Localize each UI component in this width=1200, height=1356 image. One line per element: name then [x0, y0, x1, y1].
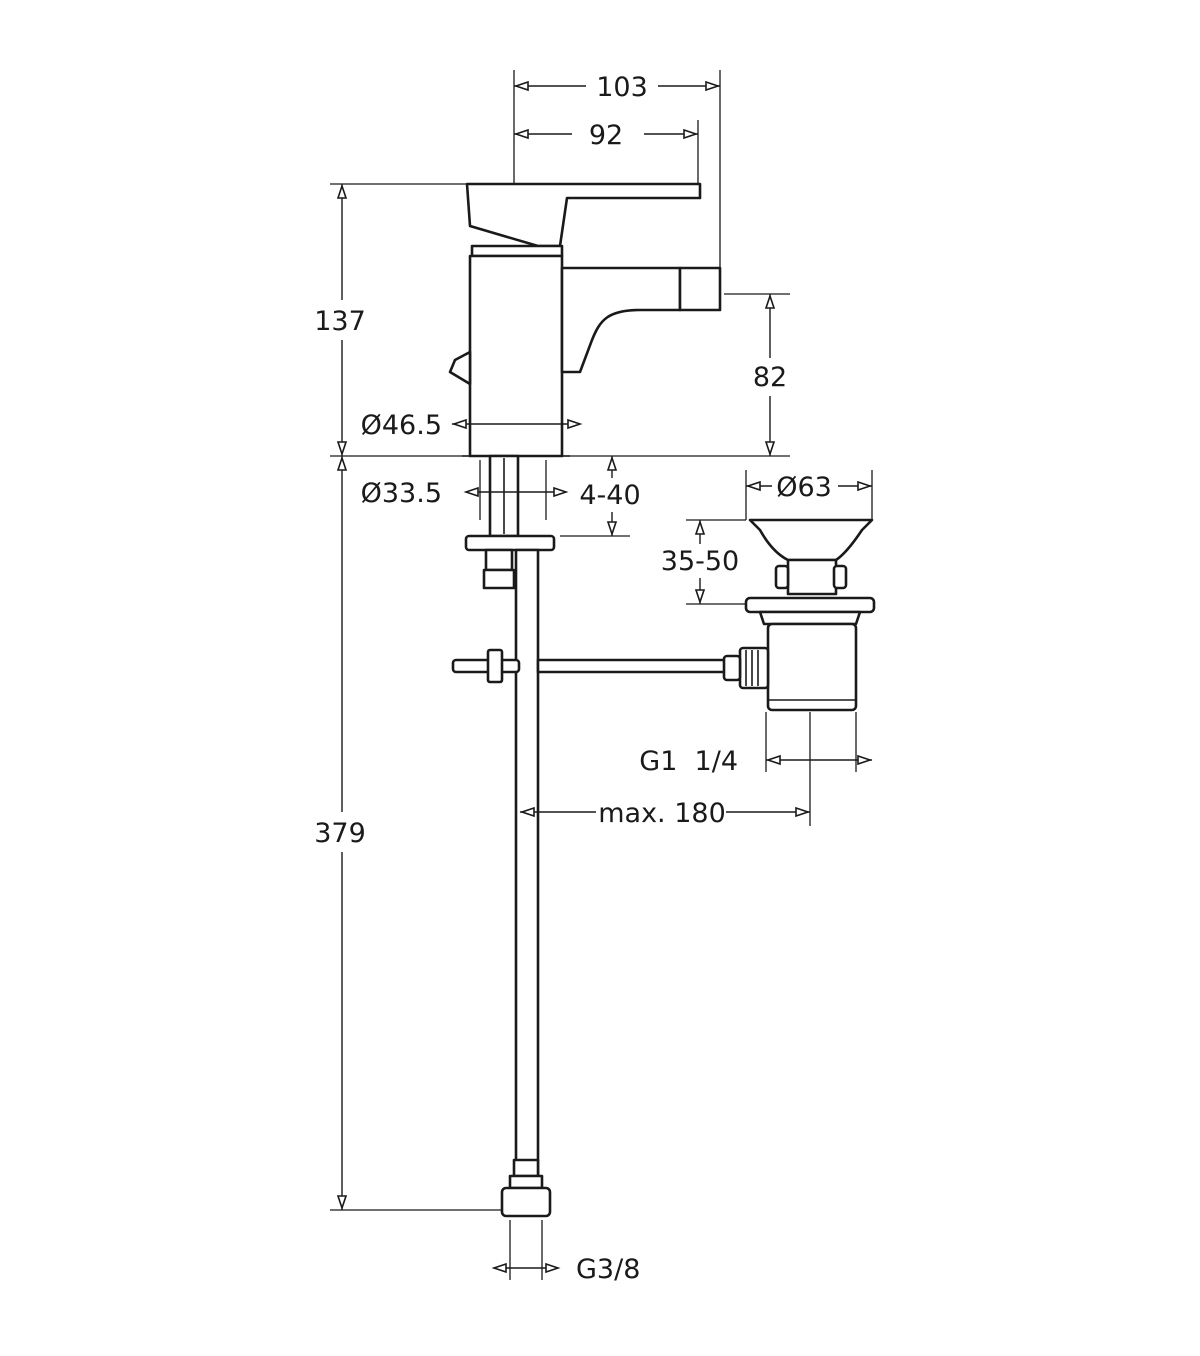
label-hose-length: 379	[314, 818, 366, 849]
label-overall-width: 103	[596, 72, 648, 103]
label-spout-reach: 92	[589, 120, 623, 151]
label-connection-thread: G3/8	[576, 1254, 640, 1285]
extension-lines	[330, 70, 873, 1280]
waste-valve	[722, 518, 876, 712]
label-rod-reach: max. 180	[598, 798, 726, 829]
faucet-body	[448, 182, 722, 458]
label-spout-height: 82	[753, 362, 787, 393]
dimension-labels: 103 92 137 82 Ø46.5 Ø33.5 4-40 Ø63 35-50…	[308, 68, 838, 1285]
label-body-diameter: Ø46.5	[361, 410, 442, 441]
label-body-height: 137	[314, 306, 366, 337]
label-waste-thread: G1 1/4	[639, 746, 738, 777]
label-waste-diameter: Ø63	[776, 472, 832, 503]
label-pop-up-stroke: 35-50	[661, 546, 739, 577]
mounting-shank	[464, 454, 556, 590]
supply-hose	[500, 548, 552, 1218]
dimension-arrows	[336, 80, 873, 1274]
label-shank-diameter: Ø33.5	[361, 478, 442, 509]
label-deck-thickness: 4-40	[579, 480, 640, 511]
pop-up-rod	[451, 648, 728, 684]
